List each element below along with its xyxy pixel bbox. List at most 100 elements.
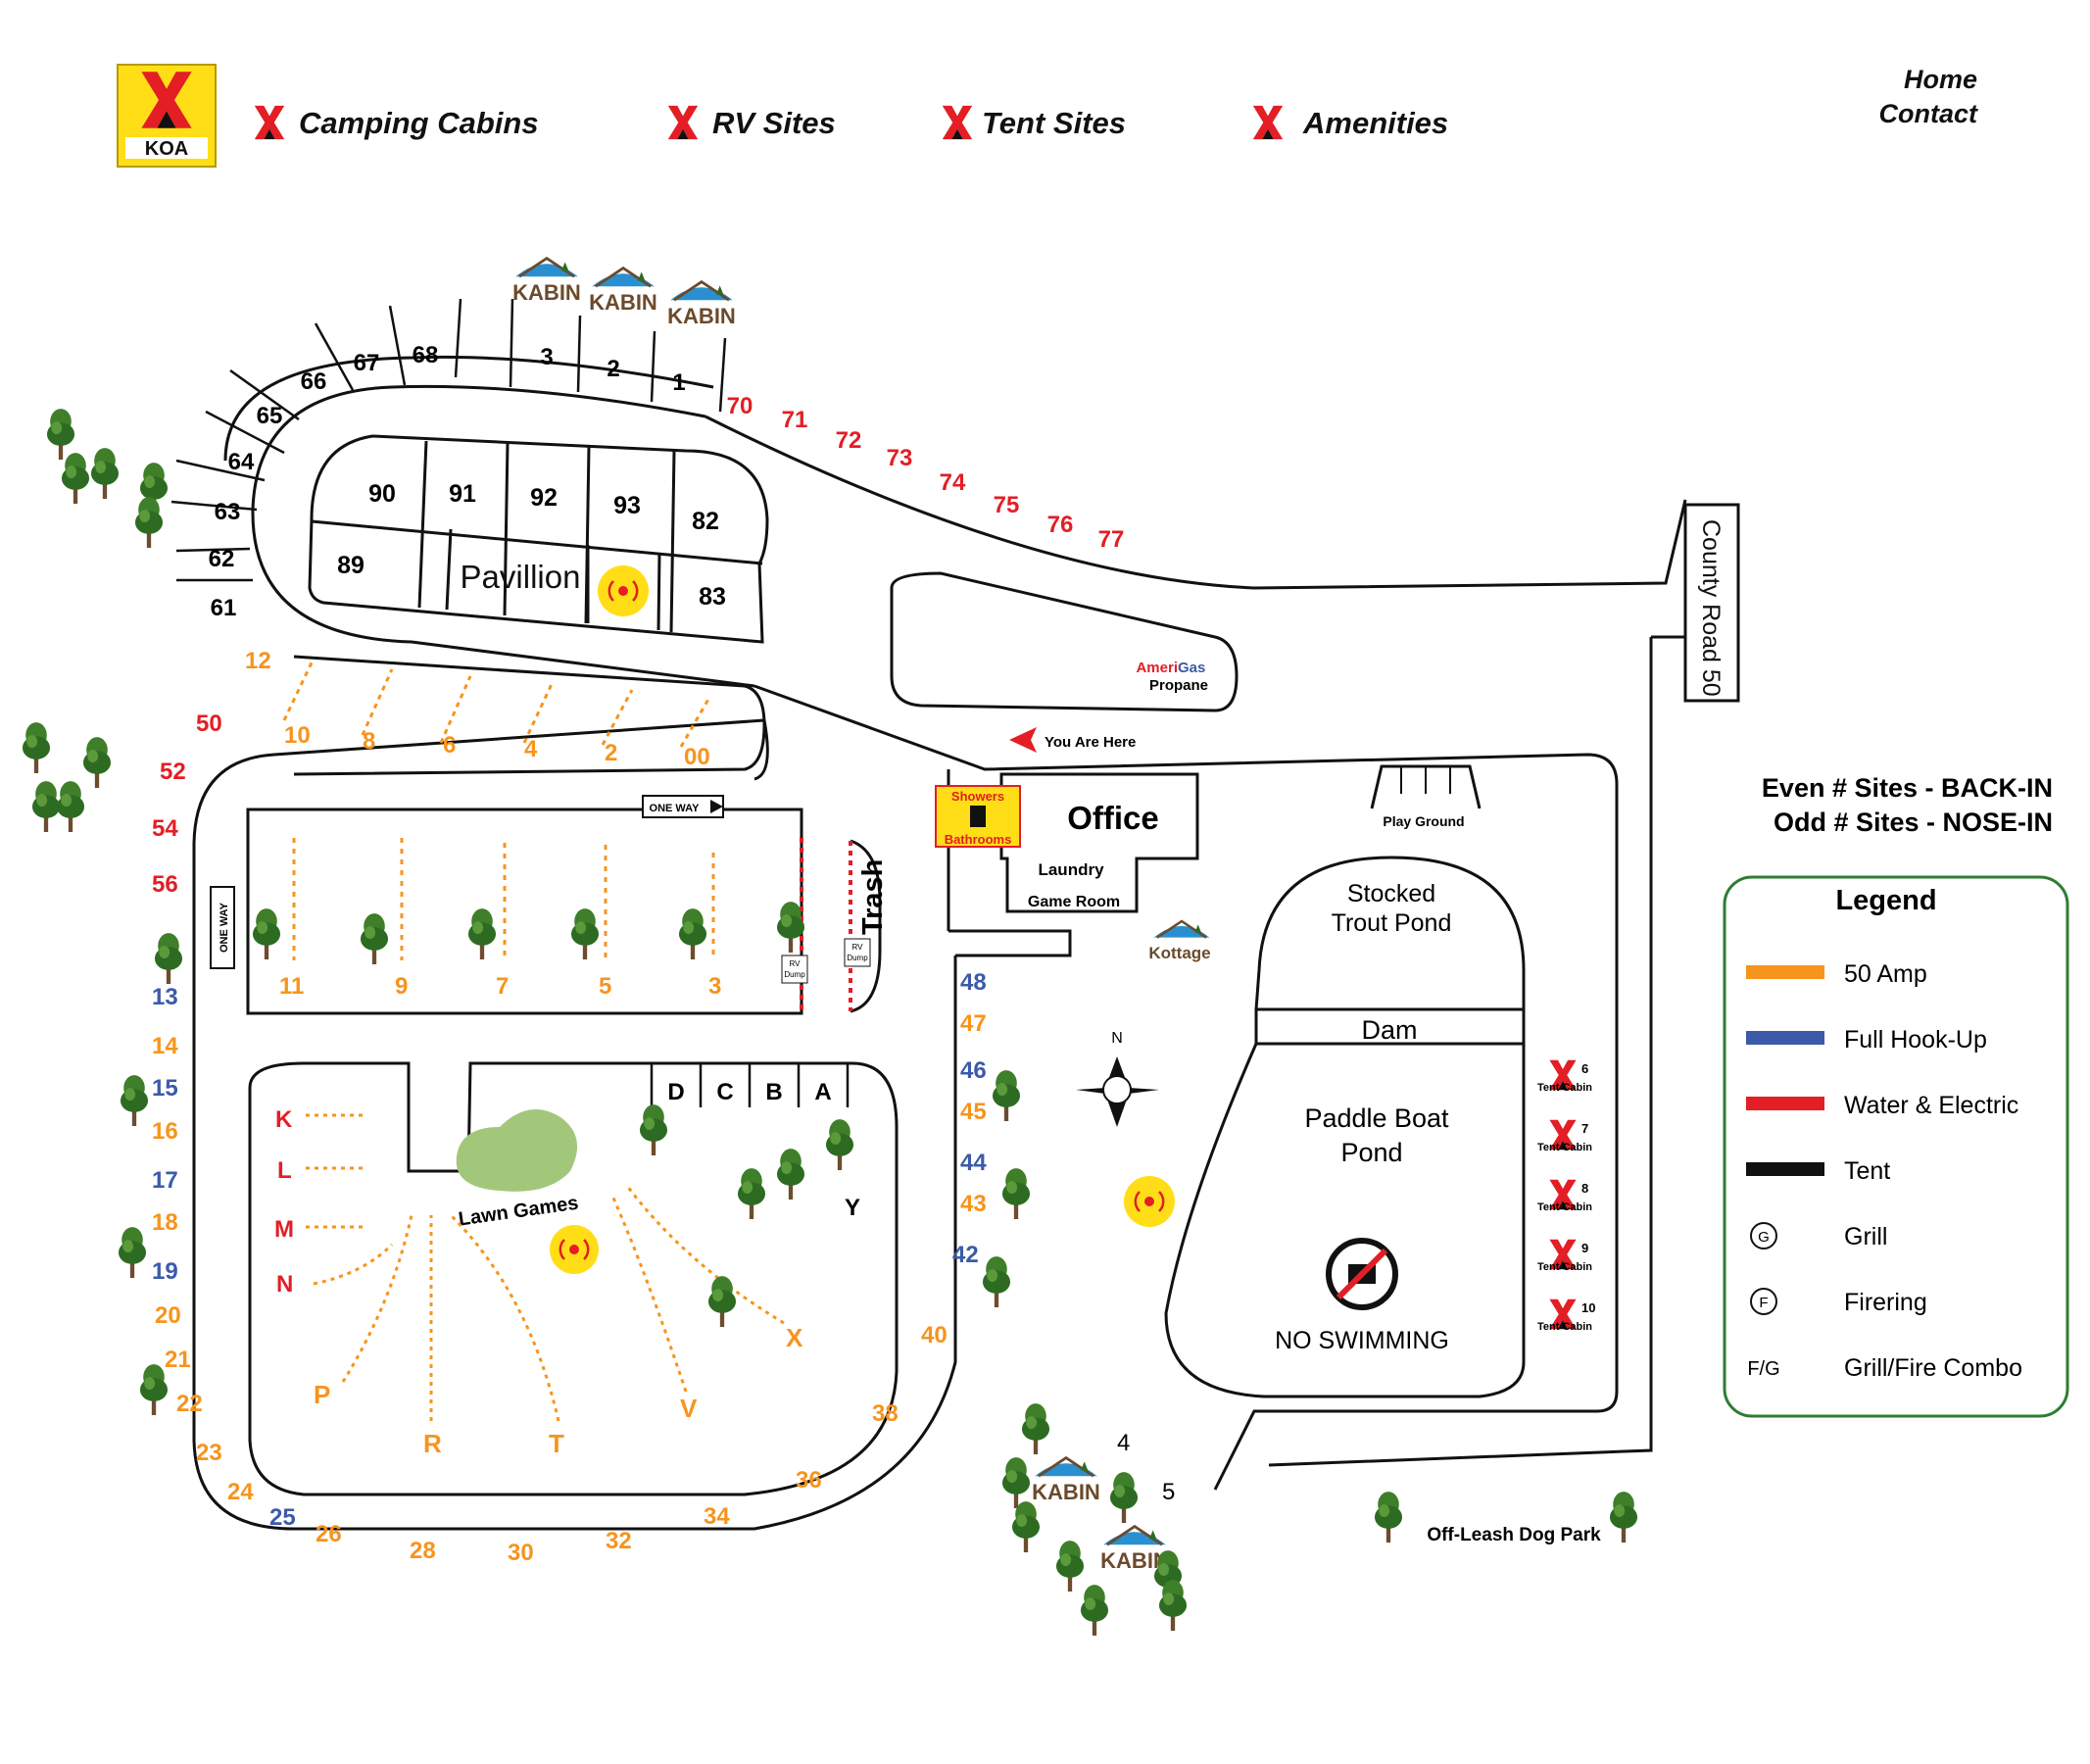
site-label[interactable]: 82 [692,508,719,535]
site-label[interactable]: 40 [921,1322,948,1348]
site-label[interactable]: 21 [165,1347,191,1373]
koa-logo[interactable]: KOA [117,64,217,168]
home-link[interactable]: Home [1904,65,1977,94]
site-label[interactable]: 46 [960,1057,987,1084]
site-label[interactable]: 24 [227,1479,254,1505]
site-label[interactable]: 50 [196,710,222,737]
site-label[interactable]: 45 [960,1099,987,1125]
site-label[interactable]: 22 [176,1391,203,1417]
site-label[interactable]: 70 [727,393,753,419]
site-label[interactable]: 6 [443,732,456,759]
site-label[interactable]: 61 [211,595,237,621]
site-label[interactable]: 93 [613,492,641,519]
site-label[interactable]: 3 [540,344,553,370]
site-label[interactable]: 13 [152,984,178,1010]
site-label[interactable]: 83 [699,583,726,611]
site-label[interactable]: 91 [449,480,476,508]
site-label[interactable]: 42 [952,1242,979,1268]
nav-amenities[interactable]: Amenities [1252,105,1448,140]
site-label[interactable]: V [680,1394,698,1423]
site-label[interactable]: 89 [337,552,365,579]
site-label[interactable]: 4 [1117,1430,1130,1456]
site-label[interactable]: 8 [1581,1181,1588,1196]
site-label[interactable]: 8 [363,728,375,755]
site-label[interactable]: 1 [672,369,685,396]
office-label[interactable]: Office [1067,800,1159,836]
site-label[interactable]: 18 [152,1209,178,1236]
nav-rv-sites[interactable]: RV Sites [667,105,836,140]
site-label[interactable]: 77 [1098,526,1125,553]
site-label[interactable]: 68 [413,342,439,368]
site-label[interactable]: 34 [704,1503,730,1530]
site-label[interactable]: 17 [152,1167,178,1194]
site-label[interactable]: 7 [496,973,509,1000]
site-label[interactable]: K [275,1106,293,1133]
nav-tent-sites[interactable]: Tent Sites [942,105,1126,140]
site-label[interactable]: C [716,1079,733,1105]
site-label[interactable]: 2 [607,356,619,382]
site-label[interactable]: D [667,1079,684,1105]
showers-bathrooms[interactable]: Showers Bathrooms [935,785,1021,848]
site-label[interactable]: 62 [209,546,235,572]
site-label[interactable]: 16 [152,1118,178,1145]
site-label[interactable]: 12 [245,648,271,674]
site-label[interactable]: 47 [960,1010,987,1037]
site-label[interactable]: 48 [960,969,987,996]
site-label[interactable]: P [314,1380,330,1409]
site-label[interactable]: 23 [196,1440,222,1466]
nav-camping-cabins[interactable]: Camping Cabins [254,105,539,140]
site-label[interactable]: 10 [1581,1300,1595,1315]
site-label[interactable]: 10 [284,722,311,749]
site-label[interactable]: 38 [872,1400,899,1427]
contact-link[interactable]: Contact [1879,99,1979,128]
site-label[interactable]: X [786,1323,803,1352]
site-label[interactable]: 14 [152,1033,178,1059]
site-label[interactable]: 9 [395,973,408,1000]
site-label[interactable]: 5 [599,973,611,1000]
site-label[interactable]: 72 [836,427,862,454]
site-label[interactable]: 66 [301,368,327,395]
site-label[interactable]: 3 [708,973,721,1000]
site-label[interactable]: 64 [228,449,255,475]
site-label[interactable]: 56 [152,871,178,898]
site-label[interactable]: 63 [215,499,241,525]
site-label[interactable]: 4 [524,736,538,762]
site-label[interactable]: 71 [782,407,808,433]
site-label[interactable]: 76 [1047,512,1074,538]
site-label[interactable]: 65 [257,403,283,429]
site-label[interactable]: 75 [994,492,1020,518]
site-label[interactable]: 44 [960,1150,987,1176]
site-label[interactable]: 92 [530,484,558,512]
site-label[interactable]: 19 [152,1258,178,1285]
site-label[interactable]: 36 [796,1467,822,1494]
site-label[interactable]: 00 [684,744,710,770]
site-label[interactable]: 90 [368,480,396,508]
site-label[interactable]: 9 [1581,1241,1588,1255]
site-label[interactable]: 26 [316,1521,342,1547]
site-label[interactable]: L [277,1157,292,1184]
site-label[interactable]: R [423,1429,442,1458]
site-label[interactable]: 2 [605,740,617,766]
site-label[interactable]: 52 [160,759,186,785]
site-label[interactable]: 15 [152,1075,178,1102]
site-label[interactable]: N [276,1271,293,1298]
site-label[interactable]: 74 [940,469,966,496]
site-label[interactable]: 6 [1581,1061,1588,1076]
site-label[interactable]: 30 [508,1540,534,1566]
site-label[interactable]: 67 [354,350,380,376]
site-label[interactable]: 7 [1581,1121,1588,1136]
site-label[interactable]: 11 [279,973,304,1000]
site-label[interactable]: 43 [960,1191,987,1217]
site-label[interactable]: 73 [887,445,913,471]
site-label[interactable]: 20 [155,1302,181,1329]
site-label[interactable]: A [814,1079,831,1105]
site-label[interactable]: 5 [1162,1479,1175,1505]
site-label[interactable]: 54 [152,815,178,842]
site-label[interactable]: 28 [410,1538,436,1564]
site-label[interactable]: M [274,1216,294,1243]
